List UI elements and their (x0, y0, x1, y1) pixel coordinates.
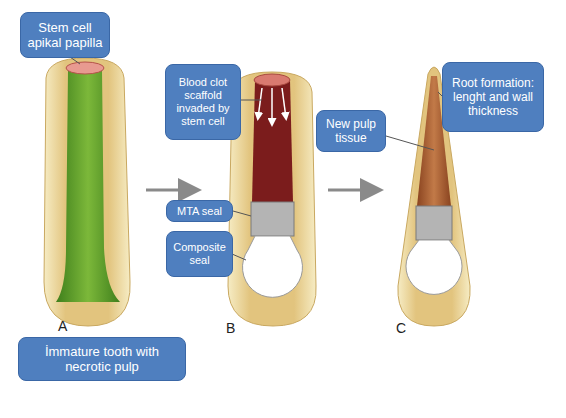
callout-content: Stem cell apikal papilla (25, 20, 105, 51)
callout-content: Blood clot scaffold invaded by stem cell (170, 76, 236, 128)
callout-box: Root formation: lenght and wall thicknes… (442, 62, 544, 132)
apical-papilla (66, 62, 104, 74)
leader-line (70, 57, 80, 64)
stem-cell-arrow (258, 88, 262, 118)
necrotic-pulp (56, 70, 120, 302)
composite-block (406, 240, 462, 294)
mta-block (416, 206, 452, 240)
callout-box: MTA seal (166, 200, 233, 222)
apical-papilla (254, 74, 290, 86)
callout-box: New pulp tissue (316, 110, 386, 152)
leader-line (241, 100, 262, 101)
callout-text: Blood clot scaffold invaded by stem cell (170, 76, 236, 128)
tooth-b (228, 72, 316, 326)
callout-text: New pulp tissue (321, 117, 381, 145)
stem-cell-arrow (271, 88, 273, 124)
callout-text: MTA seal (177, 205, 222, 218)
panel-letter: C (396, 320, 406, 336)
leader-line (232, 254, 246, 260)
callout-box: Composite seal (166, 231, 233, 277)
process-arrow (328, 189, 378, 192)
callout-content: MTA seal (177, 205, 222, 218)
callout-box: Blood clot scaffold invaded by stem cell (165, 64, 241, 140)
callout-text: Root formation: lenght and wall thicknes… (447, 76, 539, 118)
callout-content: New pulp tissue (321, 117, 381, 145)
composite-block (243, 236, 303, 297)
mta-block (251, 202, 294, 236)
panel-letter: B (226, 320, 235, 336)
stem-cell-arrow (282, 88, 286, 118)
callout-text: Stem cell apikal papilla (25, 20, 105, 51)
leader-line (233, 211, 251, 216)
tooth-a (44, 58, 130, 326)
callout-text: İmmature tooth with necrotic pulp (23, 344, 181, 375)
callout-text: Composite seal (171, 241, 228, 267)
panel-letter: A (58, 318, 67, 334)
callout-box: İmmature tooth with necrotic pulp (18, 337, 186, 381)
callout-content: Root formation: lenght and wall thicknes… (447, 76, 539, 118)
process-arrow (146, 189, 196, 192)
blood-clot (252, 80, 293, 202)
leader-line (386, 136, 434, 150)
callout-box: Stem cell apikal papilla (20, 12, 110, 58)
callout-content: İmmature tooth with necrotic pulp (23, 344, 181, 375)
callout-content: Composite seal (171, 241, 228, 267)
